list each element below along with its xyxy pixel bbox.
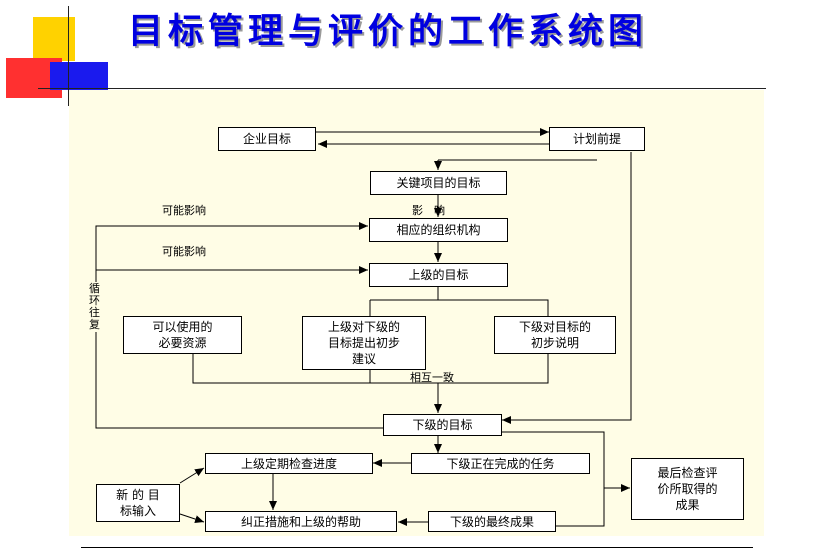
node-org: 相应的组织机构 xyxy=(369,218,508,242)
edge-premise-to-subordinate-goal xyxy=(502,152,632,424)
node-subordinate-goal: 下级的目标 xyxy=(383,414,502,436)
node-final-review: 最后检查评 价所取得的 成果 xyxy=(631,458,744,520)
label-mutual-agreement: 相互一致 xyxy=(410,371,454,384)
deco-blue-square xyxy=(50,62,108,90)
label-possible-influence-2: 可能影响 xyxy=(162,245,206,258)
node-subordinate-draft: 下级对目标的 初步说明 xyxy=(494,316,616,354)
node-superior-proposal: 上级对下级的 目标提出初步 建议 xyxy=(302,316,426,370)
node-in-progress: 下级正在完成的任务 xyxy=(411,453,590,474)
node-plan-premise: 计划前提 xyxy=(549,127,645,151)
edge-new-input-to-check xyxy=(179,467,205,484)
slide-title: 目标管理与评价的工作系统图 xyxy=(128,11,649,52)
footer-rule xyxy=(81,547,753,548)
label-influence: 影 响 xyxy=(412,204,445,217)
node-final-result: 下级的最终成果 xyxy=(428,511,556,532)
node-periodic-check: 上级定期检查进度 xyxy=(205,453,373,474)
deco-vertical-rule xyxy=(68,6,69,106)
edge-subgoal-to-result xyxy=(502,431,605,527)
label-possible-influence-1: 可能影响 xyxy=(162,204,206,217)
node-key-goal: 关键项目的目标 xyxy=(370,171,507,195)
node-new-input: 新 的 目 标输入 xyxy=(96,484,180,522)
node-superior-goal: 上级的目标 xyxy=(369,263,508,287)
node-correction: 纠正措施和上级的帮助 xyxy=(205,511,397,532)
label-loop: 循 环 往 复 xyxy=(89,282,100,332)
edge-new-input-to-correction xyxy=(179,513,205,523)
node-corp-goal: 企业目标 xyxy=(218,127,316,151)
node-resources: 可以使用的 必要资源 xyxy=(123,316,242,354)
deco-horizontal-rule xyxy=(38,88,766,89)
edge-split xyxy=(370,299,549,316)
